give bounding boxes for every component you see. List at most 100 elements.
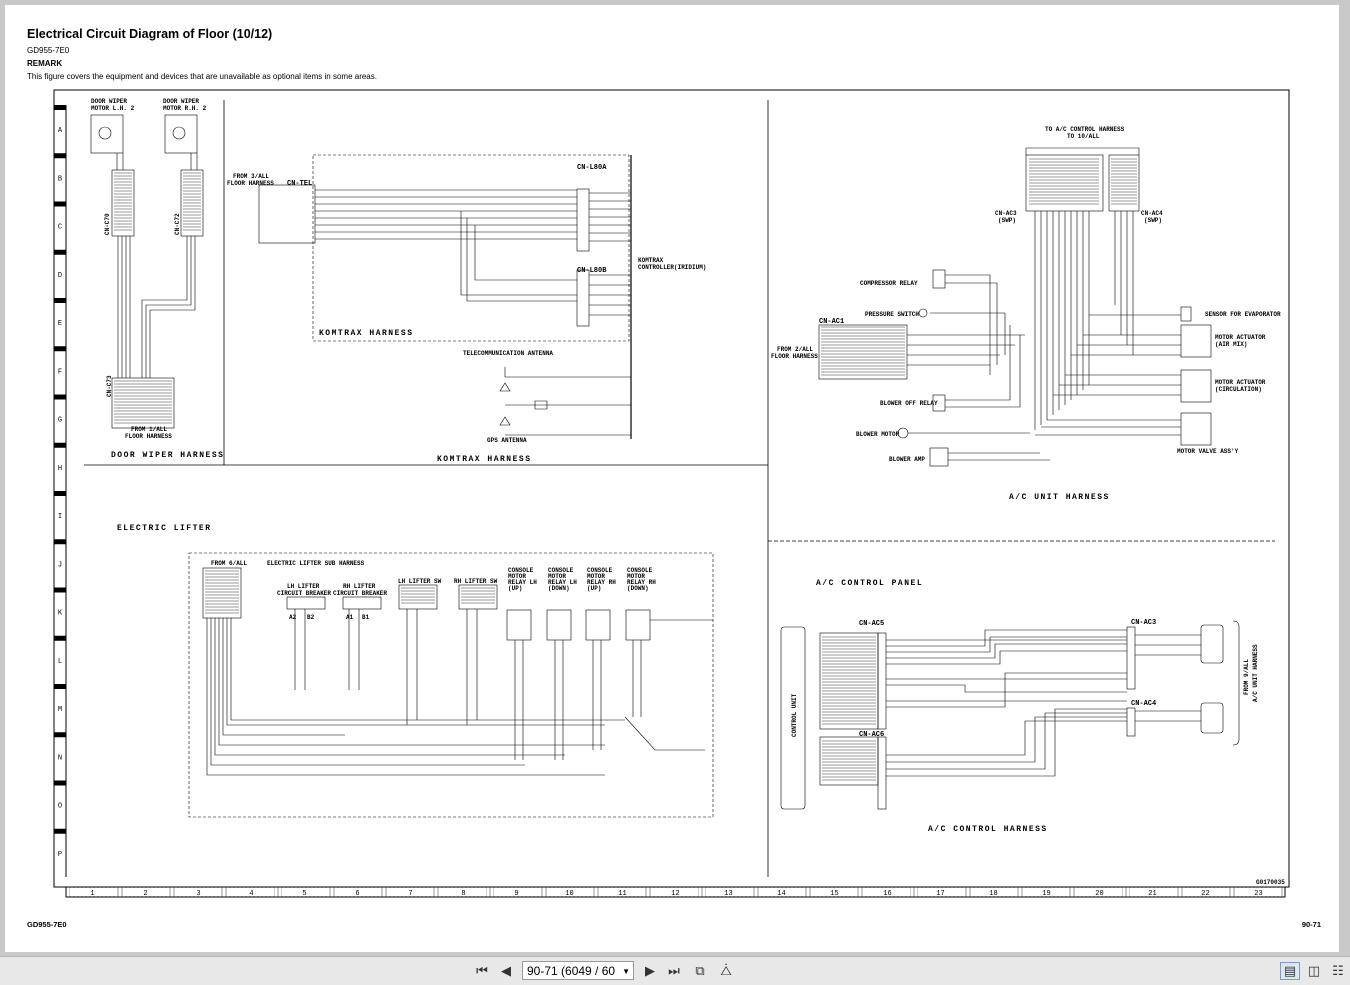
row-label-d: D bbox=[58, 272, 62, 280]
next-page-icon[interactable]: ▶ bbox=[645, 963, 655, 979]
label-relay-rh-up-4: (UP) bbox=[587, 585, 601, 592]
first-page-icon[interactable]: ⏮ bbox=[476, 963, 488, 979]
door-wiper-harness-title: DOOR WIPER HARNESS bbox=[111, 451, 224, 460]
label-lifter-sub-harness: ELECTRIC LIFTER SUB HARNESS bbox=[267, 560, 365, 567]
label-cn-ac3-swp-2: (SWP) bbox=[998, 217, 1016, 224]
col-label-9: 9 bbox=[514, 890, 518, 898]
label-rh-lifter-sw: RH LIFTER SW bbox=[454, 578, 498, 585]
label-cn-l80b: CN-L80B bbox=[577, 267, 607, 275]
col-label-5: 5 bbox=[302, 890, 306, 898]
last-page-icon[interactable]: ⏭ bbox=[668, 963, 680, 979]
label-cn-ac4: CN-AC4 bbox=[1131, 700, 1156, 708]
col-label-17: 17 bbox=[936, 890, 944, 898]
label-relay-lh-down-3: RELAY LH bbox=[548, 579, 577, 586]
komtrax-harness-title: KOMTRAX HARNESS bbox=[437, 455, 532, 464]
label-lh-lifter-sw: LH LIFTER SW bbox=[398, 578, 442, 585]
komtrax-harness-inner-title: KOMTRAX HARNESS bbox=[319, 329, 414, 338]
page-number-value: 90-71 (6049 / 60 bbox=[527, 964, 616, 978]
col-label-12: 12 bbox=[671, 890, 679, 898]
label-relay-rh-down-2: MOTOR bbox=[627, 573, 645, 580]
col-label-21: 21 bbox=[1148, 890, 1156, 898]
label-relay-rh-up: CONSOLE bbox=[587, 567, 613, 574]
label-relay-lh-up-4: (UP) bbox=[508, 585, 522, 592]
electric-lifter-title: ELECTRIC LIFTER bbox=[117, 524, 212, 533]
label-motor-act-circ-2: (CIRCULATION) bbox=[1215, 386, 1262, 393]
col-label-7: 7 bbox=[408, 890, 412, 898]
label-cb-pin-a2: A2 bbox=[289, 614, 297, 621]
prev-page-icon[interactable]: ◀ bbox=[501, 963, 511, 979]
ac-control-harness-title: A/C CONTROL HARNESS bbox=[928, 825, 1048, 834]
row-label-k: K bbox=[58, 610, 63, 618]
label-motor-act-circ: MOTOR ACTUATOR bbox=[1215, 379, 1266, 386]
row-label-g: G bbox=[58, 417, 62, 425]
row-label-j: J bbox=[58, 561, 62, 569]
two-page-view-icon[interactable]: ◫ bbox=[1307, 963, 1321, 979]
label-to-ac-control: TO A/C CONTROL HARNESS bbox=[1045, 126, 1125, 133]
page-number-field[interactable]: 90-71 (6049 / 60 ▼ bbox=[522, 961, 634, 980]
label-cn-ac5: CN-AC5 bbox=[859, 620, 884, 628]
col-label-11: 11 bbox=[618, 890, 626, 898]
row-label-h: H bbox=[58, 465, 62, 473]
label-lh-lifter-cb: LH LIFTER bbox=[287, 583, 320, 590]
document-page: Electrical Circuit Diagram of Floor (10/… bbox=[5, 5, 1339, 952]
col-label-14: 14 bbox=[777, 890, 785, 898]
label-sensor-evap: SENSOR FOR EVAPORATOR bbox=[1205, 311, 1281, 318]
label-cn-ac3-swp: CN-AC3 bbox=[995, 210, 1017, 217]
col-label-1: 1 bbox=[90, 890, 94, 898]
col-label-8: 8 bbox=[461, 890, 465, 898]
label-cn-ac1: CN-AC1 bbox=[819, 318, 844, 326]
label-relay-lh-down: CONSOLE bbox=[548, 567, 574, 574]
label-relay-lh-down-4: (DOWN) bbox=[548, 585, 570, 592]
label-control-unit: CONTROL UNIT bbox=[791, 693, 798, 737]
label-lh-lifter-cb-2: CIRCUIT BREAKER bbox=[277, 590, 331, 597]
label-relay-rh-up-3: RELAY RH bbox=[587, 579, 616, 586]
row-label-e: E bbox=[58, 320, 62, 328]
col-label-18: 18 bbox=[989, 890, 997, 898]
footer-model: GD955-7E0 bbox=[27, 920, 67, 929]
label-cb-pin-b2: B2 bbox=[307, 614, 315, 621]
col-label-16: 16 bbox=[883, 890, 891, 898]
label-cn-c72: CN-C72 bbox=[174, 213, 181, 235]
row-label-o: O bbox=[58, 803, 62, 811]
go-back-icon[interactable]: ⧉ bbox=[695, 963, 705, 979]
row-label-i: I bbox=[58, 513, 62, 521]
label-cb-pin-a1: A1 bbox=[346, 614, 354, 621]
label-from-3-all-2: FLOOR HARNESS bbox=[227, 180, 274, 187]
continuous-view-icon[interactable]: ☷ bbox=[1332, 963, 1344, 979]
label-relay-lh-up-2: MOTOR bbox=[508, 573, 526, 580]
label-relay-rh-down-3: RELAY RH bbox=[627, 579, 656, 586]
label-from-1-all: FROM 1/ALL bbox=[131, 426, 167, 433]
remark-label: REMARK bbox=[27, 59, 63, 68]
label-compressor-relay: COMPRESSOR RELAY bbox=[860, 280, 918, 287]
label-rh-lifter-cb: RH LIFTER bbox=[343, 583, 376, 590]
label-from-9-all-2: A/C UNIT HARNESS bbox=[1252, 644, 1259, 702]
row-label-n: N bbox=[58, 754, 62, 762]
label-komtrax-controller: KOMTRAX bbox=[638, 257, 664, 264]
col-label-20: 20 bbox=[1095, 890, 1103, 898]
label-komtrax-controller-2: CONTROLLER(IRIDIUM) bbox=[638, 264, 706, 271]
label-door-wiper-lh: DOOR WIPER bbox=[91, 98, 127, 105]
col-label-19: 19 bbox=[1042, 890, 1050, 898]
model-number: GD955-7E0 bbox=[27, 46, 70, 55]
label-from-1-all-2: FLOOR HARNESS bbox=[125, 433, 172, 440]
label-relay-rh-down: CONSOLE bbox=[627, 567, 653, 574]
row-label-c: C bbox=[58, 224, 62, 232]
row-label-p: P bbox=[58, 851, 62, 859]
label-relay-lh-up: CONSOLE bbox=[508, 567, 534, 574]
label-motor-valve: MOTOR VALVE ASS'Y bbox=[1177, 448, 1239, 455]
chevron-down-icon[interactable]: ▼ bbox=[622, 967, 630, 976]
go-forward-icon[interactable]: ⧊ bbox=[720, 963, 732, 979]
label-from-6-all: FROM 6/ALL bbox=[211, 560, 247, 567]
label-cn-tel: CN-TEL bbox=[287, 180, 312, 188]
viewer-toolbar: ⏮ ◀ 90-71 (6049 / 60 ▼ ▶ ⏭ ⧉ ⧊ ▤ ◫ ☷ bbox=[0, 956, 1350, 985]
footer-page-number: 90-71 bbox=[1301, 920, 1321, 929]
label-rh-lifter-cb-2: CIRCUIT BREAKER bbox=[333, 590, 387, 597]
label-door-wiper-rh-2: MOTOR R.H. 2 bbox=[163, 105, 207, 112]
single-page-view-icon[interactable]: ▤ bbox=[1280, 962, 1300, 980]
row-label-b: B bbox=[58, 175, 62, 183]
col-label-15: 15 bbox=[830, 890, 838, 898]
label-to-ac-control-2: TO 10/ALL bbox=[1067, 133, 1100, 140]
label-relay-rh-down-4: (DOWN) bbox=[627, 585, 649, 592]
label-blower-amp: BLOWER AMP bbox=[889, 456, 925, 463]
label-cn-c73: CN-C73 bbox=[106, 375, 113, 397]
